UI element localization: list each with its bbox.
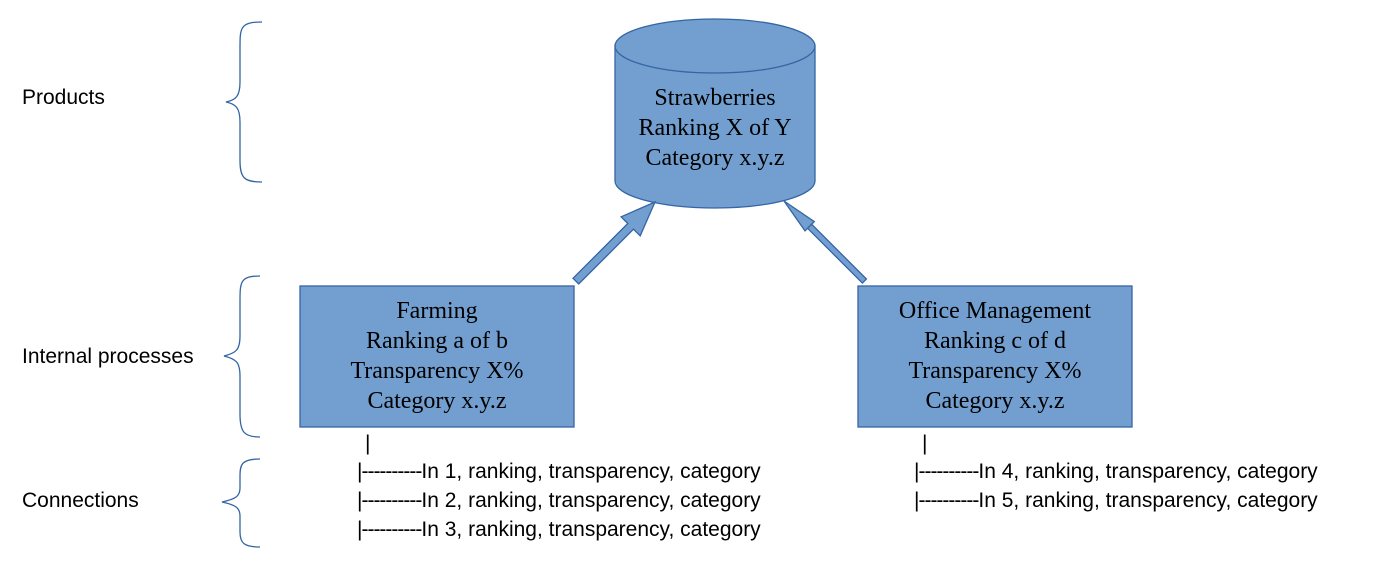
connection-text: In 1, ranking, transparency, category: [421, 460, 761, 483]
connection-prefix: |----------: [357, 518, 422, 541]
arrow-office-to-product-shape: [783, 200, 868, 285]
connection-prefix: |----------: [914, 489, 979, 512]
process-label-office-management: Office Management Ranking c of d Transpa…: [858, 296, 1132, 416]
process-transparency: Transparency X%: [908, 358, 1082, 384]
process-category: Category x.y.z: [925, 388, 1065, 414]
product-name: Strawberries: [654, 85, 776, 111]
product-label: Strawberries Ranking X of Y Category x.y…: [615, 83, 815, 173]
row-label-internal-processes: Internal processes: [22, 345, 194, 368]
row-label-connections: Connections: [22, 489, 139, 512]
connection-prefix: |----------: [914, 460, 979, 483]
connection-tick-left: |: [365, 432, 371, 455]
process-box-office-management: [857, 285, 1133, 428]
process-ranking: Ranking a of b: [366, 328, 508, 354]
product-ranking: Ranking X of Y: [638, 115, 792, 141]
connection-prefix: |----------: [357, 489, 422, 512]
connection-item: |----------In 2, ranking, transparency, …: [357, 489, 761, 513]
process-name: Farming: [396, 298, 478, 324]
connection-item: |----------In 5, ranking, transparency, …: [914, 489, 1318, 513]
process-ranking: Ranking c of d: [924, 328, 1066, 354]
connection-text: In 2, ranking, transparency, category: [421, 489, 761, 512]
arrow-farming-to-product: [572, 200, 657, 285]
product-cylinder: [614, 18, 816, 209]
process-label-farming: Farming Ranking a of b Transparency X% C…: [300, 296, 574, 416]
connection-prefix: |----------: [357, 460, 422, 483]
connection-item: |----------In 4, ranking, transparency, …: [914, 460, 1318, 484]
process-category: Category x.y.z: [367, 388, 507, 414]
connection-item: |----------In 1, ranking, transparency, …: [357, 460, 761, 484]
brace-internal-processes: [223, 275, 261, 438]
connection-text: In 3, ranking, transparency, category: [421, 518, 761, 541]
row-label-products: Products: [22, 86, 105, 109]
brace-products: [225, 21, 263, 183]
connection-text: In 4, ranking, transparency, category: [978, 460, 1318, 483]
process-name: Office Management: [898, 298, 1092, 324]
product-category: Category x.y.z: [645, 145, 785, 171]
brace-connections: [221, 458, 261, 548]
connection-text: In 5, ranking, transparency, category: [978, 489, 1318, 512]
process-box-farming: [299, 285, 575, 428]
connection-item: |----------In 3, ranking, transparency, …: [357, 518, 761, 542]
process-transparency: Transparency X%: [350, 358, 524, 384]
connection-tick-right: |: [922, 432, 928, 455]
